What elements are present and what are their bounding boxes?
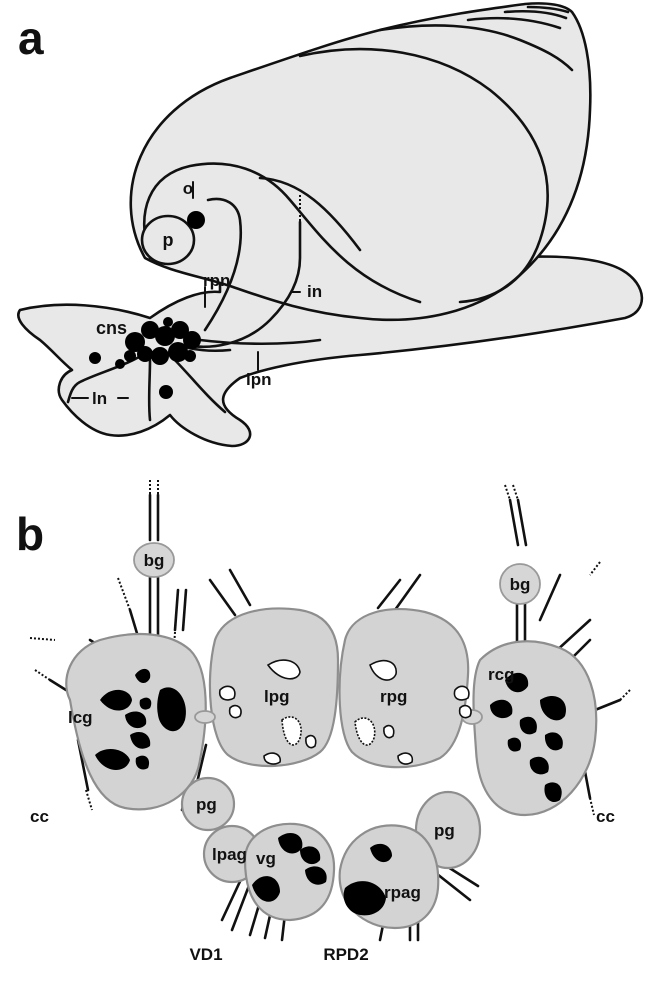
label-bg-left: bg [144,551,165,570]
eye-dot-right [159,385,173,399]
label-rpd2: RPD2 [323,945,368,964]
panel-letter-a: a [18,12,44,64]
label-lpg: lpg [264,687,290,706]
snail-illustration [18,3,642,446]
eye-dot-left [89,352,101,364]
label-vg: vg [256,849,276,868]
label-vd1: VD1 [189,945,222,964]
osphradium-dot [187,211,205,229]
label-rpn: rpn [203,271,230,290]
label-lpn: lpn [246,370,272,389]
label-o: o [183,179,193,198]
label-ln: ln [92,389,107,408]
label-pg-left: pg [196,795,217,814]
label-bg-right: bg [510,575,531,594]
label-cns: cns [96,318,127,338]
label-pg-right: pg [434,821,455,840]
connective-blob-left [195,711,215,723]
label-p: p [163,230,174,250]
label-lpag: lpag [212,845,247,864]
label-lcg: lcg [68,708,93,727]
label-rpg: rpg [380,687,407,706]
label-in: in [307,282,322,301]
label-cc-right: cc [596,807,615,826]
panel-letter-b: b [16,508,44,560]
ganglia-diagram [30,480,630,940]
label-rcg: rcg [488,665,514,684]
label-rpag: rpag [384,883,421,902]
label-cc-left: cc [30,807,49,826]
